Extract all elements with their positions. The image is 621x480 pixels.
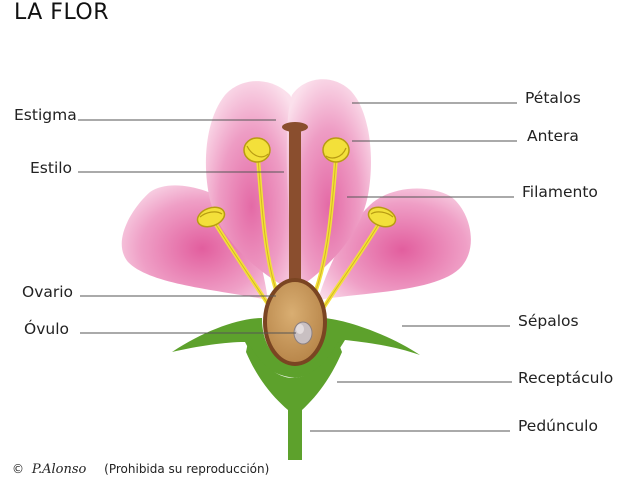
label-estilo: Estilo xyxy=(30,159,73,177)
label-filamento: Filamento xyxy=(522,183,598,201)
label-petalos: Pétalos xyxy=(525,89,581,107)
author-signature: P.Alonso xyxy=(31,462,87,477)
ovary xyxy=(263,278,327,366)
receptacle xyxy=(246,342,342,460)
label-pedunculo: Pedúnculo xyxy=(518,417,598,435)
anther-1 xyxy=(196,206,226,228)
anther-3 xyxy=(322,137,350,163)
leader-lines xyxy=(78,102,517,432)
copyright-symbol: © xyxy=(12,462,24,476)
petal-right xyxy=(318,188,471,300)
label-ovario: Ovario xyxy=(22,283,74,301)
label-receptaculo: Receptáculo xyxy=(518,369,614,387)
credit-line: © P.Alonso (Prohibida su reproducción) xyxy=(12,462,269,477)
petals xyxy=(121,79,471,300)
anther-4 xyxy=(367,206,397,228)
stigma xyxy=(282,122,308,132)
petal-center-left xyxy=(205,81,298,291)
label-ovulo: Óvulo xyxy=(24,320,69,338)
style xyxy=(289,128,301,288)
anther-2 xyxy=(243,137,271,163)
label-antera: Antera xyxy=(527,127,579,145)
credit-note: (Prohibida su reproducción) xyxy=(104,462,270,476)
petal-center-right xyxy=(286,79,371,291)
ovule xyxy=(293,321,313,345)
diagram-title: LA FLOR xyxy=(14,0,110,25)
label-estigma: Estigma xyxy=(14,106,77,124)
label-sepalos: Sépalos xyxy=(518,312,579,330)
anthers xyxy=(196,137,397,228)
